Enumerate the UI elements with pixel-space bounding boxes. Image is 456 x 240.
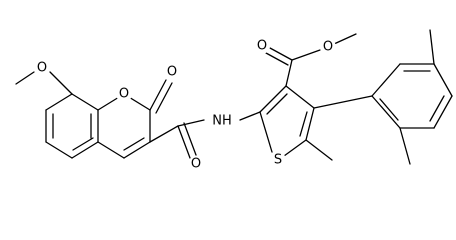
bond-amide-c-o-2 — [183, 122, 197, 156]
bond-th-c4-aryl — [313, 95, 373, 109]
bond-c2-o-carbonyl — [149, 79, 167, 111]
atom-lactone-o: O — [164, 64, 180, 80]
bond-c5-c4a-inner — [72, 137, 94, 151]
bond-ar3-methyl — [429, 29, 435, 65]
atom-label-lactone-o: O — [167, 65, 177, 80]
bond-c5-c4a — [71, 141, 99, 159]
bond-ar6-ar1-inner — [379, 98, 399, 121]
bond-th-c5-methyl — [305, 139, 333, 161]
bond-th-c5-s — [283, 139, 307, 157]
bond-th-c3-c4 — [285, 85, 315, 109]
atom-amide-o: O — [188, 156, 204, 172]
atom-label-thiophene-s: S — [274, 153, 282, 168]
atom-ester-carbonyl-o: O — [254, 38, 270, 54]
atom-ring-o: O — [116, 86, 132, 102]
bond-c3-c4 — [123, 141, 151, 159]
bond-ester-c-o-double-2 — [265, 52, 289, 66]
bond-o-c8 — [49, 71, 73, 95]
bond-c3-amide-c — [149, 125, 179, 143]
bond-c3-c4-inner — [123, 137, 145, 151]
bond-c8-c7 — [45, 93, 73, 111]
atom-label-methoxy-o: O — [37, 61, 47, 76]
atom-label-layer: O O O O O NH O S — [34, 38, 336, 172]
bond-methyl-o — [15, 71, 35, 85]
bond-s-th-c2 — [259, 111, 273, 153]
atom-label-ring-o: O — [119, 87, 129, 102]
bond-ar6-methyl — [399, 127, 411, 165]
bond-ar6-ar1 — [371, 95, 401, 129]
bond-c6-c5 — [45, 141, 73, 159]
bond-ester-c-o-double — [269, 47, 293, 61]
bond-th-c4-c5-inner — [299, 111, 308, 137]
bond-c2-o-carbonyl-2 — [155, 82, 173, 114]
atom-nh: NH — [210, 111, 236, 129]
bond-ester-o-methyl — [333, 33, 357, 45]
bond-ar4-ar5-inner — [429, 95, 445, 122]
bond-th-c2-c3-inner — [266, 93, 288, 115]
bond-n-th-c2 — [239, 111, 261, 121]
atom-label-ester-carbonyl-o: O — [257, 39, 267, 54]
bond-ester-c-o-single — [291, 49, 321, 61]
bond-ar3-ar4 — [433, 63, 453, 97]
atom-label-amide-o: O — [191, 157, 201, 172]
bond-ar1-ar2 — [371, 63, 401, 97]
bond-c4-c4a — [97, 141, 125, 159]
bond-layer — [15, 29, 453, 165]
bond-amide-c-o — [177, 125, 191, 159]
bond-th-c4-c5 — [305, 107, 315, 141]
atom-methoxy-o: O — [34, 60, 50, 76]
bond-c8-c8a — [71, 93, 99, 111]
molecule-diagram: O O O O O NH O S — [15, 29, 453, 172]
atom-label-ester-ether-o: O — [323, 40, 333, 55]
structure-canvas: O O O O O NH O S — [15, 29, 453, 172]
bond-th-c2-c3 — [259, 85, 287, 113]
atom-thiophene-s: S — [270, 152, 286, 168]
atom-ester-ether-o: O — [320, 39, 336, 55]
bond-ar4-ar5 — [433, 95, 453, 129]
bond-amide-c-n — [177, 119, 205, 127]
atom-label-nh: NH — [212, 114, 232, 129]
bond-th-c3-ester-c — [285, 59, 293, 87]
